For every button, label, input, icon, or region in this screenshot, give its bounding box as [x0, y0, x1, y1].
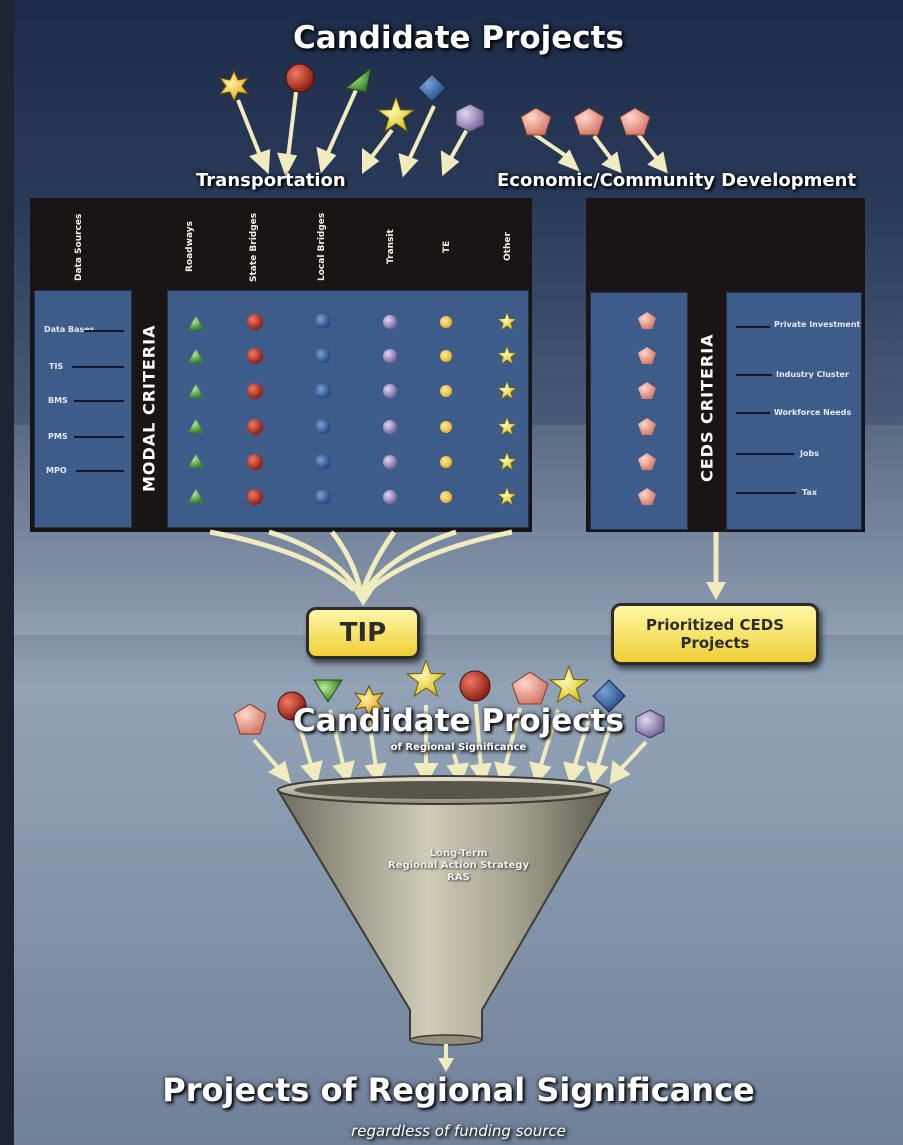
- ceds-criteria-arrow: [736, 412, 770, 414]
- top-project-icons: [218, 63, 651, 136]
- tip-box: TIP: [306, 607, 420, 659]
- transportation-label: Transportation: [196, 170, 346, 191]
- data-source-item: Data Bases: [44, 325, 95, 334]
- regional-candidates-subtitle: of Regional Significance: [390, 742, 527, 753]
- ceds-criteria-arrow: [736, 453, 794, 455]
- funnel-text-line-2: Regional Action Strategy: [388, 860, 529, 871]
- ceds-criteria-arrow: [736, 326, 770, 328]
- diagram-canvas: Candidate Projects Data Sources Roadways…: [14, 0, 903, 1145]
- transport-arrows: [236, 89, 668, 178]
- ceds-criteria-item: Tax: [802, 488, 817, 497]
- roadways-column: [188, 316, 204, 503]
- funnel-text-line-1: Long-Term: [429, 848, 488, 859]
- data-source-arrow: [72, 366, 124, 368]
- data-source-arrow: [84, 330, 124, 332]
- te-column: [440, 316, 452, 503]
- data-source-arrow: [76, 470, 124, 472]
- data-source-item: BMS: [48, 396, 68, 405]
- output-arrowhead: [438, 1058, 454, 1072]
- data-source-item: PMS: [48, 432, 68, 441]
- state-bridges-column: [247, 314, 263, 505]
- diagram-graphics: [188, 63, 726, 1072]
- other-column: [497, 312, 516, 505]
- funnel-text-line-3: RAS: [447, 872, 470, 883]
- mid-project-icons: [233, 660, 665, 739]
- ceds-criteria-item: Private Investment: [774, 320, 861, 329]
- funnel-graphic: [276, 775, 612, 1046]
- output-subtitle: regardless of funding source: [351, 1122, 566, 1140]
- ceds-criteria-arrow: [736, 492, 796, 494]
- local-bridges-column: [316, 314, 330, 504]
- ceds-criteria-item: Jobs: [800, 449, 819, 458]
- ceds-criteria-item: Workforce Needs: [774, 408, 852, 417]
- data-source-item: TIS: [49, 362, 64, 371]
- economic-development-label: Economic/Community Development: [497, 170, 857, 191]
- funnel-input-arrows: [252, 703, 648, 786]
- transit-column: [383, 315, 397, 504]
- modal-matrix-panel: [167, 290, 529, 528]
- ceds-criteria-panel: [726, 292, 862, 530]
- ceds-box-line-2: Projects: [680, 634, 750, 652]
- data-source-arrow: [74, 436, 124, 438]
- ceds-criteria-arrow: [736, 374, 772, 376]
- prioritized-ceds-box: Prioritized CEDS Projects: [611, 603, 819, 665]
- tip-merge-arrows: [209, 529, 513, 592]
- tip-arrowhead: [352, 588, 375, 606]
- funnel-text: Long-Term Regional Action Strategy RAS: [14, 848, 903, 884]
- data-source-arrow: [74, 400, 124, 402]
- top-title: Candidate Projects: [293, 20, 624, 56]
- data-sources-panel: [34, 290, 132, 528]
- ceds-criteria-item: Industry Cluster: [776, 370, 849, 379]
- data-source-item: MPO: [46, 466, 67, 475]
- regional-candidates-title: Candidate Projects: [293, 703, 624, 739]
- ceds-project-icons: [638, 312, 656, 505]
- modal-matrix-icons: [188, 312, 517, 505]
- ceds-box-line-1: Prioritized CEDS: [645, 616, 785, 634]
- ceds-projects-panel: [590, 292, 688, 530]
- ceds-arrowhead: [706, 582, 726, 600]
- output-title: Projects of Regional Significance: [162, 1071, 755, 1109]
